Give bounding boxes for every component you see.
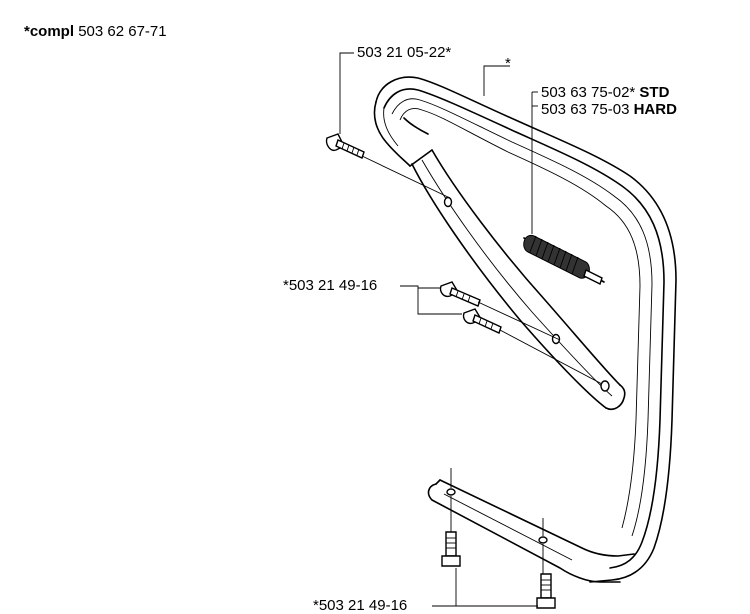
label-spring-std: 503 63 75-02* STD <box>541 85 669 100</box>
label-bolt-top: 503 21 05-22* <box>357 44 452 61</box>
label-handle-star: * <box>505 55 511 72</box>
header-prefix: *compl <box>24 23 75 40</box>
front-handle <box>373 76 677 583</box>
spring-std-suffix: STD <box>639 84 670 101</box>
bolt-mid-lower <box>462 308 502 334</box>
leader-lines <box>339 52 538 607</box>
bolt-mid-upper <box>439 281 481 307</box>
spring-hard-number: 503 63 75-03 <box>541 101 630 118</box>
vibration-spring <box>523 234 605 285</box>
label-bolt-mid: *503 21 49-16 <box>283 277 378 294</box>
bolt-top <box>325 133 365 159</box>
spring-std-number: 503 63 75-02* <box>541 84 636 101</box>
bolt-bottom-left <box>441 531 461 567</box>
header-number: 503 62 67-71 <box>78 23 167 40</box>
label-bolt-bottom: *503 21 49-16 <box>313 597 408 614</box>
header-compl: *compl 503 62 67-71 <box>24 24 167 39</box>
bottom-bracket <box>427 479 635 583</box>
label-spring-hard: 503 63 75-03 HARD <box>541 102 677 117</box>
spring-hard-suffix: HARD <box>633 101 677 118</box>
bolt-bottom-right <box>536 573 556 609</box>
assembly-axis-lines <box>361 155 603 574</box>
